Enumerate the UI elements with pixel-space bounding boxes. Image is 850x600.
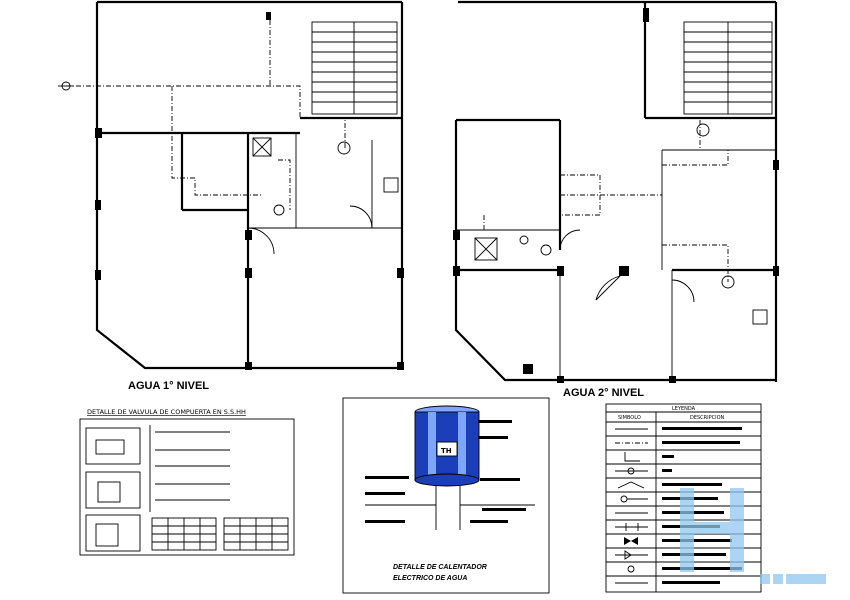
- heater-symbol-3: [721, 275, 735, 289]
- stairs-level-1: [312, 22, 397, 114]
- water-meter-symbol: [58, 81, 74, 91]
- valve-detail-frame: [79, 418, 295, 556]
- heater-detail-title-1: DETALLE DE CALENTADOR: [393, 564, 487, 571]
- heater-symbol: [337, 141, 351, 155]
- heater-detail-frame: [342, 397, 550, 594]
- legend-col-description: DESCRIPCION: [690, 415, 725, 421]
- heater-tank: TH: [414, 405, 480, 487]
- heater-tank-label: TH: [441, 447, 452, 455]
- toilet-symbol-2: [540, 244, 552, 256]
- sink-symbol-2: [752, 309, 768, 325]
- legend-col-symbol: SIMBOLO: [618, 415, 641, 421]
- heater-detail-title-2: ELECTRICO DE AGUA: [393, 575, 467, 582]
- heater-piping: [365, 420, 535, 530]
- shower-symbol-2: [474, 237, 498, 261]
- shower-symbol: [252, 137, 272, 157]
- valve-dimension-tables: [151, 517, 289, 551]
- plan-level-1: [58, 0, 404, 370]
- valve-detail-title: DETALLE DE VALVULA DE COMPUERTA EN S.S.H…: [87, 408, 246, 416]
- plan-level-2: [453, 0, 779, 383]
- toilet-symbol: [273, 204, 285, 216]
- legend-title: LEYENDA: [672, 406, 696, 412]
- level-1-title: AGUA 1° NIVEL: [128, 380, 209, 392]
- washbasin-symbol: [519, 235, 529, 245]
- stairs-level-2: [684, 22, 772, 114]
- sink-symbol: [383, 177, 399, 193]
- watermark-logo: [680, 488, 826, 584]
- level-2-title: AGUA 2° NIVEL: [563, 387, 644, 399]
- valve-detail-sketches: [85, 425, 230, 552]
- heater-symbol-2: [696, 123, 710, 137]
